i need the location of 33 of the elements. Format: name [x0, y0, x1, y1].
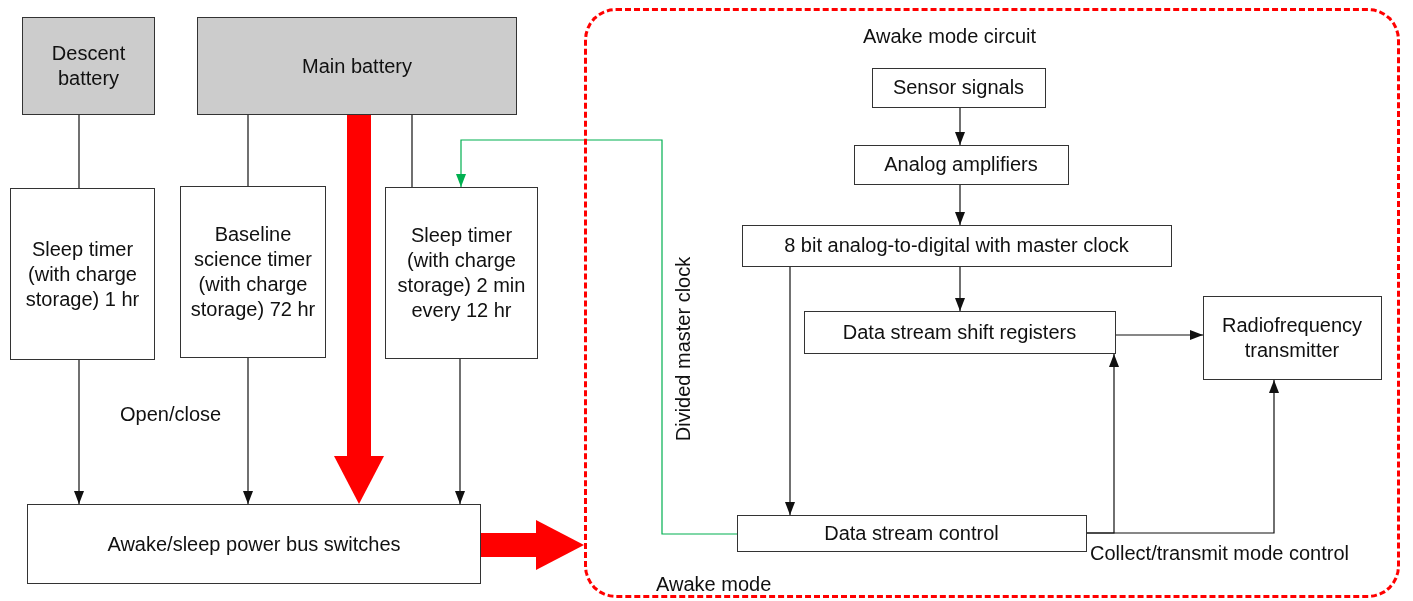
arrow [1115, 330, 1204, 340]
dashed-region [584, 8, 1400, 598]
process-box: Radiofrequency transmitter [1202, 295, 1382, 380]
edge-label: Divided master clock [671, 256, 695, 442]
connector-line [411, 114, 413, 188]
process-box: Data stream shift registers [803, 310, 1116, 354]
process-box: Analog amplifiers [853, 144, 1069, 185]
arrow [74, 359, 84, 505]
arrow [243, 357, 253, 505]
signal-label: Open/close [120, 403, 222, 426]
process-box: Sleep timer (with charge storage) 2 min every 12 hr [385, 187, 538, 359]
connector-line [78, 114, 80, 189]
arrow [955, 107, 965, 146]
process-box: Baseline science timer (with charge storage) 72 hr [180, 186, 326, 358]
process-box: Sensor signals [871, 67, 1046, 108]
arrow [456, 139, 738, 535]
arrow [955, 266, 965, 312]
process-box: Sleep timer (with charge storage) 1 hr [10, 188, 155, 360]
battery-box: Descent battery [22, 17, 155, 115]
process-box: Data stream control [736, 514, 1087, 552]
region-title: Awake mode circuit [863, 25, 1037, 48]
arrow [785, 266, 795, 516]
arrow [955, 184, 965, 226]
power-arrow [481, 520, 584, 570]
arrow [455, 358, 465, 505]
arrow [1086, 379, 1279, 534]
region-label: Awake mode [656, 573, 772, 596]
process-box: 8 bit analog-to-digital with master clock [741, 224, 1172, 267]
process-box: Awake/sleep power bus switches [27, 504, 481, 584]
power-arrow [334, 115, 384, 504]
connector-line [247, 114, 249, 187]
battery-box: Main battery [197, 17, 517, 115]
edge-label: Collect/transmit mode control [1090, 542, 1349, 565]
